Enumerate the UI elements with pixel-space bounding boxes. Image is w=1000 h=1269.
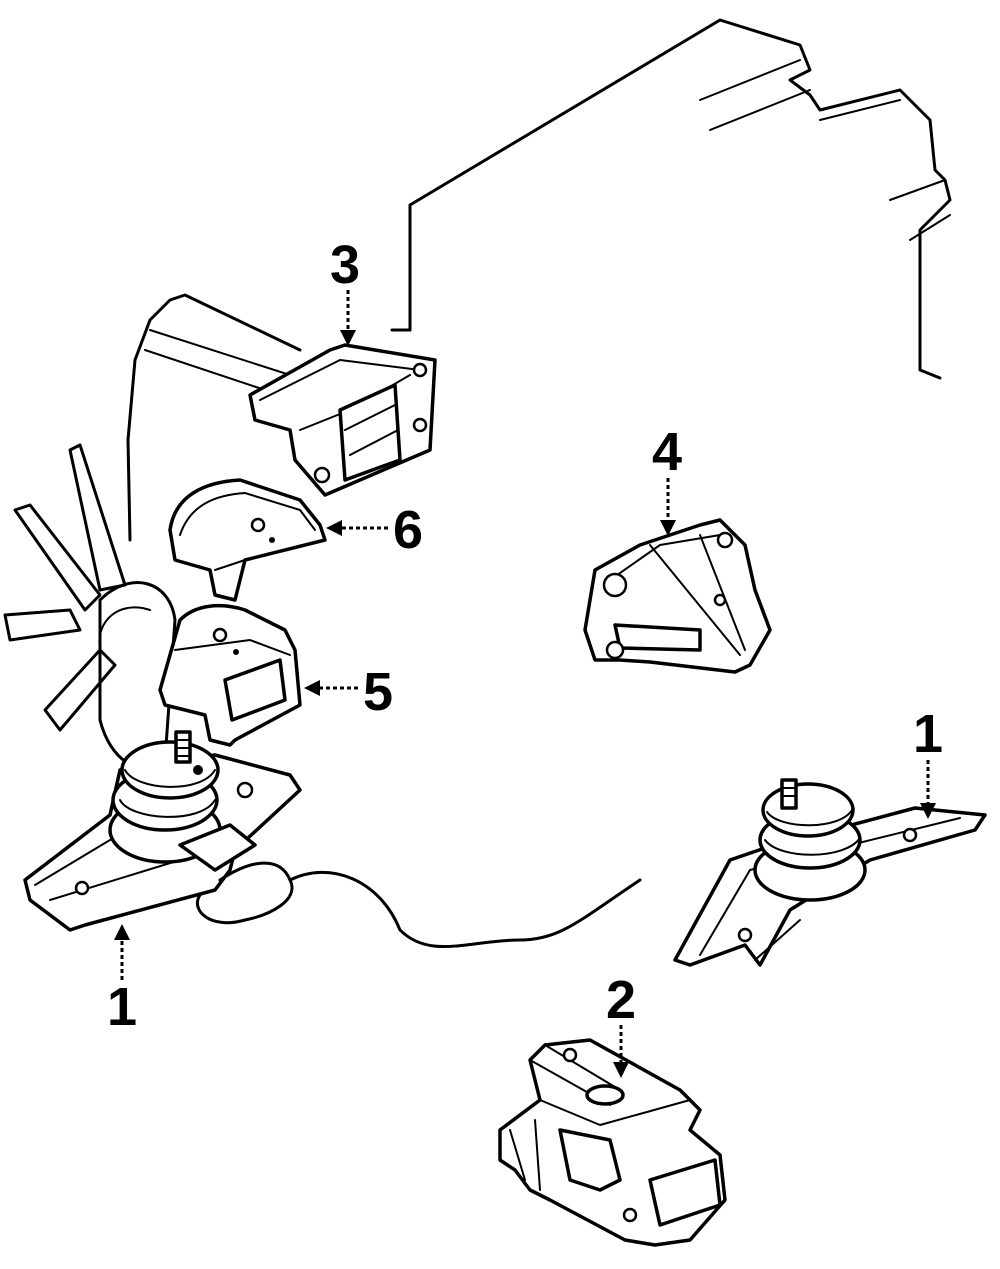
part-2-transmission-mount <box>498 1038 727 1247</box>
part-1-right-engine-mount <box>673 778 987 967</box>
callout-1-left: 1 <box>107 924 137 1037</box>
callout-6-number: 6 <box>393 500 423 560</box>
callout-2: 2 <box>606 970 636 1078</box>
part-4-engine-bracket <box>583 518 772 674</box>
callout-4-number: 4 <box>652 422 682 482</box>
callout-4: 4 <box>652 422 682 536</box>
callout-3: 3 <box>330 235 360 346</box>
callout-1-right: 1 <box>913 704 943 819</box>
callout-2-number: 2 <box>606 970 636 1030</box>
part-6-upper-cushion <box>168 478 327 602</box>
part-5-lower-cushion <box>158 603 302 747</box>
engine-block-outline <box>288 18 952 949</box>
callout-5: 5 <box>304 662 393 722</box>
part-1-left-engine-mount <box>23 730 302 932</box>
callout-1-left-number: 1 <box>107 977 137 1037</box>
part-3-transmission-bracket <box>248 343 437 497</box>
callout-6: 6 <box>326 500 423 560</box>
callout-5-number: 5 <box>363 662 393 722</box>
callout-3-number: 3 <box>330 235 360 295</box>
cooling-fan <box>3 443 177 770</box>
transmission-outline <box>126 293 302 542</box>
callout-1-right-number: 1 <box>913 704 943 764</box>
